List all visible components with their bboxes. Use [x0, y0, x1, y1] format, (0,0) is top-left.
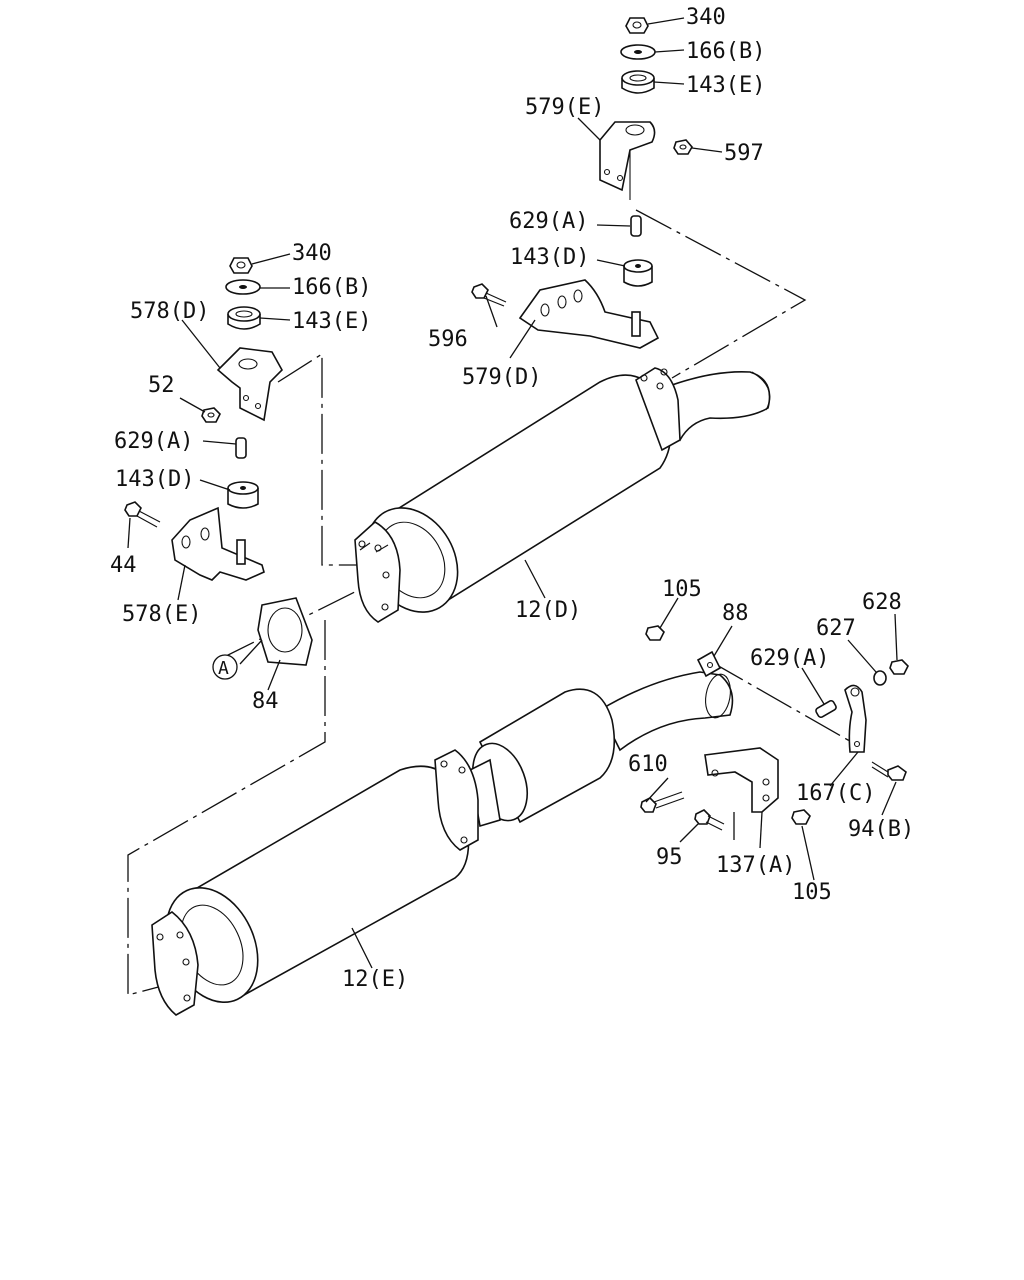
label-a: A: [218, 658, 229, 679]
callout-labels: 340 166(B) 143(E) 579(E) 597 629(A) 143(…: [110, 5, 914, 992]
bush-143d-left: [227, 481, 259, 509]
nut-105-bottom: [791, 809, 811, 825]
label-578e: 578(E): [122, 602, 201, 627]
collar-629a-left: [235, 437, 247, 459]
label-143d-left: 143(D): [115, 467, 194, 492]
label-137a: 137(A): [716, 853, 795, 878]
nut-628: [889, 659, 909, 675]
label-628: 628: [862, 590, 902, 615]
label-579e: 579(E): [525, 95, 604, 120]
bracket-137a: [704, 747, 779, 813]
bolt-44: [124, 501, 161, 528]
label-629a-left: 629(A): [114, 429, 193, 454]
bracket-579d: [518, 279, 660, 349]
label-629a-top: 629(A): [509, 209, 588, 234]
label-610: 610: [628, 752, 668, 777]
label-579d: 579(D): [462, 365, 541, 390]
collar-629a-right: [815, 699, 837, 719]
label-340-top: 340: [686, 5, 726, 30]
nut-340-left: [229, 257, 253, 274]
bracket-578e: [171, 506, 265, 581]
right-hanger-assembly: [640, 625, 909, 831]
leader-lines: [127, 17, 898, 969]
collar-629a-top: [630, 215, 642, 237]
label-627: 627: [816, 616, 856, 641]
label-105-top: 105: [662, 577, 702, 602]
label-105-bottom: 105: [792, 880, 832, 905]
bush-143e-top: [621, 70, 655, 94]
bolt-596: [471, 283, 507, 307]
label-167c: 167(C): [796, 781, 875, 806]
label-84: 84: [252, 689, 279, 714]
label-12d: 12(D): [515, 598, 581, 623]
nut-105-top: [645, 625, 665, 641]
muffler-12e-assembly: [151, 671, 734, 1016]
label-94b: 94(B): [848, 817, 914, 842]
gasket-84: [257, 597, 313, 666]
bolt-610: [640, 791, 685, 813]
bracket-578d: [216, 347, 283, 422]
bolt-95: [694, 809, 725, 831]
label-166b-top: 166(B): [686, 39, 765, 64]
label-578d: 578(D): [130, 299, 209, 324]
nut-52: [201, 407, 221, 423]
label-340-left: 340: [292, 241, 332, 266]
bracket-579e: [599, 121, 656, 200]
nut-340-top: [625, 17, 649, 34]
label-52: 52: [148, 373, 175, 398]
label-143e-top: 143(E): [686, 73, 765, 98]
label-597: 597: [724, 141, 764, 166]
top-mount-assembly: [471, 17, 693, 349]
label-44: 44: [110, 553, 137, 578]
label-12e: 12(E): [342, 967, 408, 992]
label-88: 88: [722, 601, 749, 626]
washer-166b-top: [620, 44, 656, 60]
label-143e-left: 143(E): [292, 309, 371, 334]
bolt-94b: [871, 761, 907, 781]
reference-circle-a: [212, 654, 238, 680]
bracket-167c: [844, 684, 867, 753]
label-95: 95: [656, 845, 683, 870]
left-mount-assembly: [124, 257, 283, 581]
label-629a-right: 629(A): [750, 646, 829, 671]
label-143d-top: 143(D): [510, 245, 589, 270]
nut-597: [673, 139, 693, 155]
washer-166b-left: [225, 279, 261, 295]
washer-627: [873, 670, 887, 686]
label-596: 596: [428, 327, 468, 352]
bracket-88: [696, 650, 722, 678]
bush-143e-left: [227, 306, 261, 330]
bush-143d-top: [623, 259, 653, 287]
muffler-12d: [354, 367, 771, 623]
label-166b-left: 166(B): [292, 275, 371, 300]
